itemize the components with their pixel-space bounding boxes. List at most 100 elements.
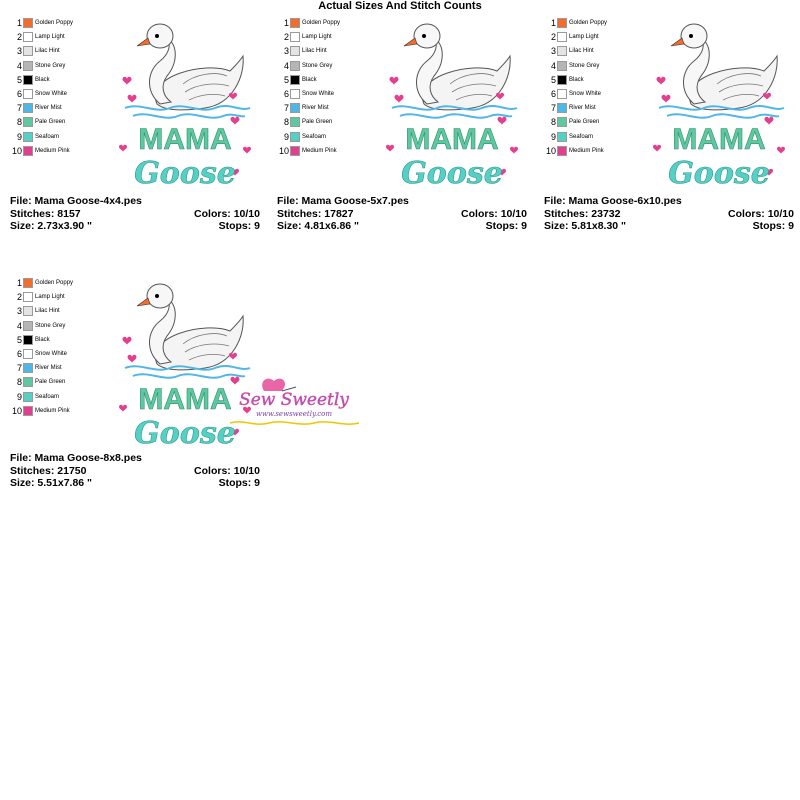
design-size: Size: 2.73x3.90 " [10, 220, 93, 232]
thread-name: Lamp Light [35, 294, 65, 301]
thread-row: 1 Golden Poppy [10, 276, 120, 290]
heart-icon [497, 116, 507, 125]
thread-row: 2 Lamp Light [544, 30, 654, 44]
stitch-count: Stitches: 8157 [10, 207, 81, 220]
thread-name: Medium Pink [35, 407, 70, 414]
heart-icon [119, 144, 127, 152]
thread-swatch [290, 18, 300, 29]
heart-icon [510, 146, 518, 154]
size-row: Size: 5.51x7.86 "Stops: 9 [10, 477, 260, 490]
thread-number: 3 [550, 46, 556, 57]
thread-number: 4 [16, 60, 22, 71]
heart-icon [231, 168, 239, 176]
heart-icon [394, 94, 404, 103]
stitch-count: Stitches: 17827 [277, 207, 354, 220]
heart-icon [243, 406, 251, 414]
file-name-row: File: Mama Goose-4x4.pes [10, 195, 260, 208]
thread-number: 5 [16, 334, 22, 345]
thread-number: 4 [16, 320, 22, 331]
thread-name: Golden Poppy [35, 20, 74, 27]
thread-swatch [557, 145, 567, 156]
color-count: Colors: 10/10 [194, 464, 260, 477]
heart-icon [764, 116, 774, 125]
thread-name: Seafoam [35, 393, 60, 400]
thread-name: Lilac Hint [35, 308, 60, 315]
design-text-mama: MAMA [138, 123, 231, 156]
thread-swatch [23, 60, 33, 71]
file-name-row: File: Mama Goose-8x8.pes [10, 452, 260, 465]
thread-number: 1 [16, 278, 22, 289]
thread-name: Snow White [35, 351, 68, 358]
heart-icon [656, 76, 666, 85]
thread-name: Lamp Light [569, 34, 599, 41]
heart-icon [661, 94, 671, 103]
heart-icon [119, 404, 127, 412]
thread-swatch [290, 32, 300, 43]
thread-name: Black [35, 76, 50, 83]
thread-number: 9 [550, 131, 556, 142]
color-count: Colors: 10/10 [461, 207, 527, 220]
design-size: Size: 4.81x6.86 " [277, 220, 360, 232]
thread-name: Medium Pink [302, 147, 337, 154]
heart-icon [230, 376, 240, 385]
thread-name: Lilac Hint [569, 48, 594, 55]
thread-name: Stone Grey [35, 322, 66, 329]
thread-name: Golden Poppy [35, 280, 74, 287]
design-size: Size: 5.81x8.30 " [544, 220, 627, 232]
thread-number: 2 [16, 32, 22, 43]
thread-name: Pale Green [35, 379, 66, 386]
heart-icon [653, 144, 661, 152]
thread-number: 1 [16, 18, 22, 29]
thread-name: Medium Pink [569, 147, 604, 154]
thread-swatch [23, 145, 33, 156]
thread-name: Snow White [35, 91, 68, 98]
thread-name: Golden Poppy [569, 20, 608, 27]
thread-number: 6 [283, 89, 289, 100]
thread-name: River Mist [302, 105, 329, 112]
thread-swatch [290, 117, 300, 128]
design-size: Size: 5.51x7.86 " [10, 477, 93, 489]
heart-icon [777, 146, 785, 154]
thread-number: 2 [550, 32, 556, 43]
thread-row: 2 Lamp Light [10, 30, 120, 44]
thread-number: 10 [11, 145, 22, 156]
thread-number: 8 [16, 377, 22, 388]
thread-number: 6 [16, 89, 22, 100]
thread-swatch [290, 103, 300, 114]
svg-text:www.sewsweetly.com: www.sewsweetly.com [256, 410, 332, 418]
thread-name: Black [569, 76, 584, 83]
heart-icon [229, 352, 237, 360]
thread-number: 9 [16, 391, 22, 402]
design-text-mama: MAMA [672, 123, 765, 156]
thread-name: Pale Green [569, 119, 600, 126]
thread-name: Lamp Light [35, 34, 65, 41]
heart-icon [229, 92, 237, 100]
thread-swatch [23, 377, 33, 388]
thread-name: Pale Green [302, 119, 333, 126]
heart-icon [496, 92, 504, 100]
thread-number: 7 [16, 363, 22, 374]
